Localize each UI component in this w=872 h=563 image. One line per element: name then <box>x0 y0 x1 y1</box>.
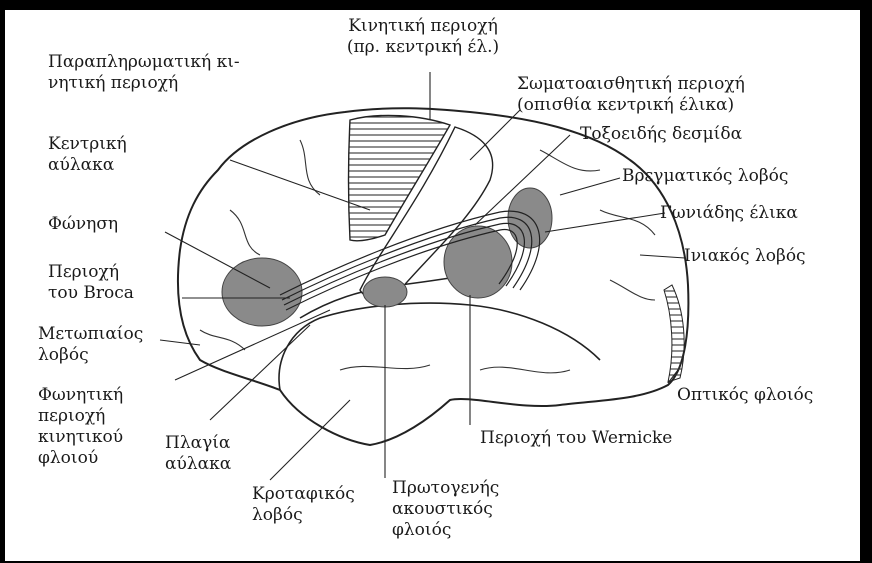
auditory-cortex <box>363 277 407 307</box>
label-primary-auditory-cortex: Πρωτογενής ακουστικός φλοιός <box>392 478 499 541</box>
label-premotor-area: Παραπληρωματική κι- νητική περιοχή <box>48 52 240 94</box>
label-phonation: Φώνηση <box>48 214 118 235</box>
label-angular-gyrus: Γωνιάδης έλικα <box>660 203 798 224</box>
label-broca-area: Περιοχή του Broca <box>48 262 134 304</box>
wernicke-area <box>444 226 512 298</box>
label-somatosensory-area: Σωματοαισθητική περιοχή (οπισθία κεντρικ… <box>517 74 745 116</box>
label-temporal-lobe: Κροταφικός λοβός <box>252 484 355 526</box>
temporal-lobe-contour <box>279 303 600 390</box>
label-central-sulcus: Κεντρική αύλακα <box>48 134 127 176</box>
label-lateral-sulcus: Πλαγία αύλακα <box>165 433 231 475</box>
label-arcuate-fasciculus: Τοξοειδής δεσμίδα <box>580 124 742 145</box>
label-visual-cortex: Οπτικός φλοιός <box>677 385 813 406</box>
label-wernicke-area: Περιοχή του Wernicke <box>480 428 672 449</box>
label-frontal-lobe: Μετωπιαίος λοβός <box>38 324 143 366</box>
label-parietal-lobe: Βρεγματικός λοβός <box>622 166 788 187</box>
label-occipital-lobe: Ινιακός λοβός <box>684 246 806 267</box>
label-phonetic-motor-area: Φωνητική περιοχή κινητικού φλοιού <box>38 385 123 469</box>
label-motor-area: Κινητική περιοχή (πρ. κεντρική έλ.) <box>318 16 528 58</box>
visual-cortex-strip <box>664 285 684 382</box>
